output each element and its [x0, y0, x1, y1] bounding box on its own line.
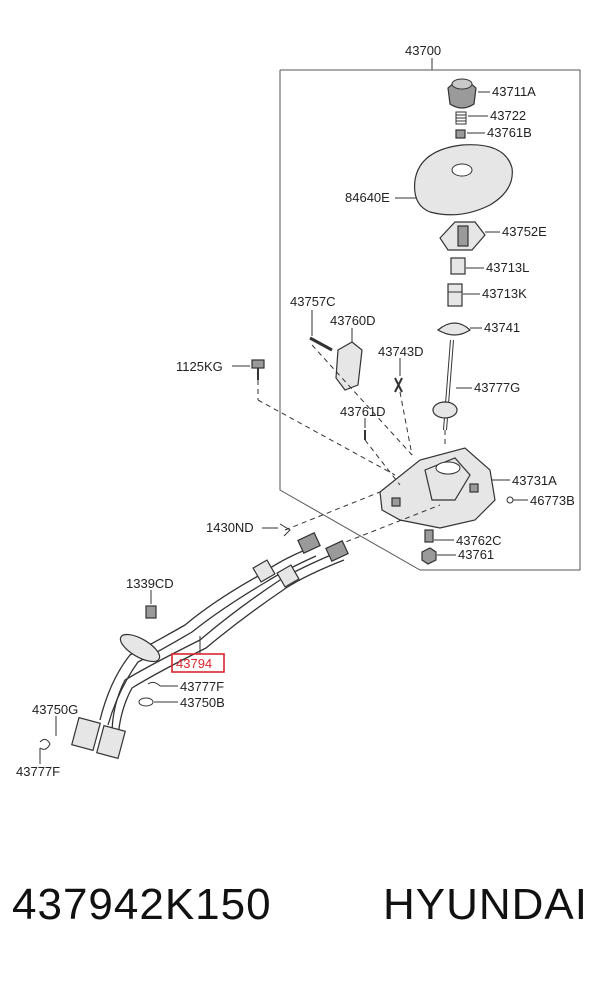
label-43711A: 43711A — [492, 84, 536, 99]
highlight-box-43794 — [171, 653, 225, 673]
label-1339CD: 1339CD — [126, 576, 174, 591]
label-43761D: 43761D — [340, 404, 386, 419]
label-43794: 43794 — [176, 656, 212, 671]
label-43762C: 43762C — [456, 533, 502, 548]
label-43722: 43722 — [490, 108, 526, 123]
bracket — [335, 341, 363, 391]
label-43760D: 43760D — [330, 313, 376, 328]
part-number: 437942K150 — [12, 880, 272, 929]
shift-cable — [71, 532, 349, 760]
label-43750G: 43750G — [32, 702, 78, 717]
detent — [447, 283, 463, 307]
lever-top — [439, 221, 486, 251]
label-43752E: 43752E — [502, 224, 547, 239]
caption: 437942K150 HYUNDAI — [0, 880, 600, 950]
washer — [138, 697, 154, 707]
label-43777F-upper: 43777F — [180, 679, 224, 694]
spring — [455, 111, 467, 125]
boot-ring — [436, 322, 471, 336]
label-43761B: 43761B — [487, 125, 532, 140]
shifter-base — [379, 447, 496, 529]
label-43731A: 43731A — [512, 473, 557, 488]
alignment-lines — [257, 344, 446, 546]
label-43741: 43741 — [484, 320, 520, 335]
label-84640E: 84640E — [345, 190, 390, 205]
clip — [394, 377, 403, 393]
assembly-frame — [279, 58, 581, 571]
label-43750B: 43750B — [180, 695, 225, 710]
label-43761: 43761 — [458, 547, 494, 562]
lever-rod — [432, 339, 458, 431]
label-1125KG: 1125KG — [176, 359, 223, 374]
clip-pin — [279, 523, 291, 537]
nut — [421, 547, 437, 565]
label-1430ND: 1430ND — [206, 520, 254, 535]
retainer-clip — [145, 605, 157, 619]
label-43757C: 43757C — [290, 294, 336, 309]
shift-knob — [447, 78, 477, 109]
bushing — [455, 129, 466, 139]
cotter-pin — [147, 681, 161, 687]
collar — [424, 529, 434, 543]
mount-bolt — [251, 359, 265, 380]
brand-name: HYUNDAI — [382, 880, 588, 929]
console-cover — [413, 144, 513, 216]
label-43700: 43700 — [405, 43, 441, 58]
screw — [506, 496, 514, 504]
label-43777F-lower: 43777F — [16, 764, 60, 779]
label-46773B: 46773B — [530, 493, 575, 508]
label-43777G: 43777G — [474, 380, 520, 395]
label-43713L: 43713L — [486, 260, 529, 275]
label-43743D: 43743D — [378, 344, 424, 359]
cotter-pin-lower — [39, 738, 51, 750]
sleeve — [450, 257, 466, 275]
parts-diagram: 43700 43711A 43722 43761B 84640E 43752E … — [16, 43, 581, 779]
pivot-bolt — [309, 336, 333, 352]
label-43713K: 43713K — [482, 286, 527, 301]
